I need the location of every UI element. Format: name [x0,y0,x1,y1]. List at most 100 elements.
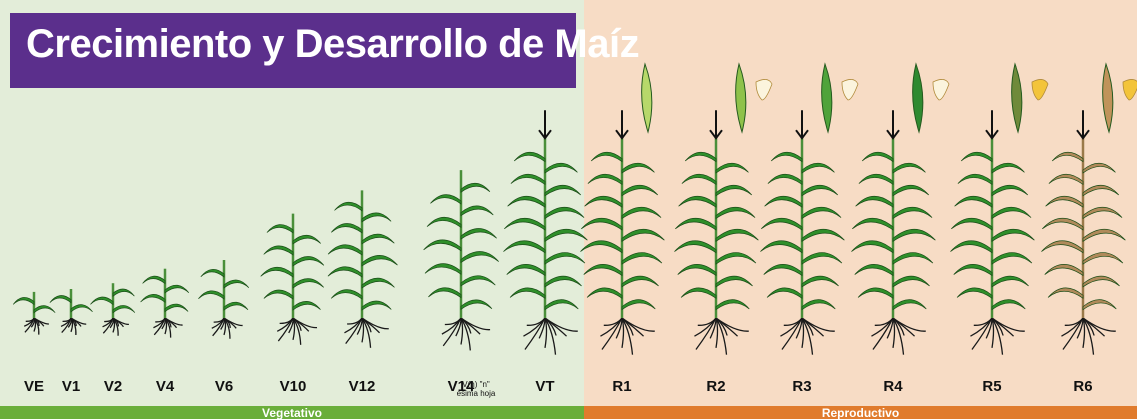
stage-label-r3: R3 [772,378,832,395]
ear-icon [642,64,652,132]
tassel-arrow-icon [710,110,722,138]
stage-label-v6: V6 [194,378,254,395]
leaf [143,276,165,283]
leaf [113,289,134,296]
roots-icon [1061,318,1115,355]
leaf [1052,152,1083,161]
leaf [328,267,362,277]
leaf [955,196,992,207]
leaf [591,152,622,161]
leaf [764,264,802,275]
leaf [1083,207,1122,218]
stage-label-r1: R1 [592,378,652,395]
leaf [1083,300,1116,310]
stage-label-v4: V4 [135,378,195,395]
leaf [503,241,545,253]
ear-icon [913,64,923,132]
kernel-icon [1123,79,1137,100]
leaf [852,218,893,230]
stage-label-v10: V10 [263,378,323,395]
leaf [511,174,545,184]
leaf [362,278,394,288]
roots-icon [600,318,654,355]
ear-icon [736,64,746,132]
roots-icon [694,318,748,355]
leaf [716,163,748,173]
leaf [622,185,658,196]
leaf [678,264,716,275]
leaf [461,300,492,309]
stage-label-r2: R2 [686,378,746,395]
leaf [951,218,992,230]
leaf [685,152,716,161]
leaf [992,163,1024,173]
leaf [334,202,362,211]
leaf [293,301,321,310]
leaf [580,241,622,253]
plant-r2 [674,64,772,355]
leaf [461,183,490,192]
leaf [1083,185,1119,196]
leaf [950,241,992,253]
stage-label-r4: R4 [863,378,923,395]
leaf [765,196,802,207]
leaf [545,300,578,310]
plant-v1 [50,289,93,335]
leaf [862,152,893,161]
vegetative-phase-bar: Vegetativo [0,406,584,419]
leaf [992,185,1028,196]
roots-icon [523,318,577,355]
leaf [545,163,577,173]
plant-r4 [851,64,949,355]
leaf [293,257,324,266]
leaf [622,253,662,265]
leaf [760,241,802,253]
stage-label-r5: R5 [962,378,1022,395]
stage-label-v12: V12 [332,378,392,395]
kernel-icon [842,79,858,100]
leaf [514,152,545,161]
leaf [504,218,545,230]
leaf [1083,276,1120,287]
leaf [50,296,71,303]
leaf [508,196,545,207]
leaf [992,229,1034,241]
roots-icon [344,318,388,348]
leaf [674,241,716,253]
leaf [768,174,802,184]
roots-icon [24,318,49,335]
tassel-arrow-icon [1077,110,1089,138]
roots-icon [871,318,925,355]
leaf [622,163,654,173]
leaf [113,305,135,312]
leaf [954,264,992,275]
plant-v2 [90,283,134,336]
leaf [461,229,497,240]
leaf [430,195,461,204]
leaf [362,255,398,265]
leaf [507,264,545,275]
leaf [588,174,622,184]
leaf [893,253,933,265]
leaf [1083,229,1125,241]
leaf [716,276,753,287]
plant-v4 [141,269,189,338]
leaf [510,288,545,298]
leaf [893,300,926,310]
leaf [90,297,113,304]
plant-r6 [1041,64,1137,355]
leaf [802,163,834,173]
roots-icon [61,318,86,335]
leaf [165,285,189,293]
leaf [761,218,802,230]
tassel-arrow-icon [986,110,998,138]
plant-v10 [261,214,324,345]
roots-icon [780,318,834,355]
leaf [855,264,893,275]
leaf [1049,174,1083,184]
kernel-icon [1032,79,1048,100]
leaf [545,229,587,241]
leaf [71,305,93,312]
plant-v6 [198,260,248,339]
leaf [716,185,752,196]
